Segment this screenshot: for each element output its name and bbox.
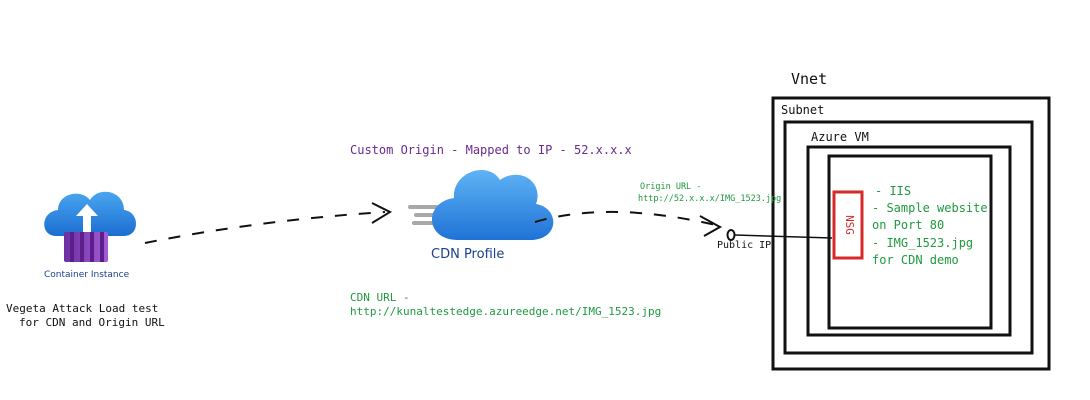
nsg-box	[832, 190, 864, 260]
subnet-label: Subnet	[781, 103, 825, 117]
inner-box	[827, 154, 993, 330]
azure-vm-box	[806, 145, 1012, 337]
origin-url-title: Origin URL -	[640, 182, 702, 192]
subnet-box	[783, 120, 1034, 355]
cdn-profile-label: CDN Profile	[431, 247, 505, 262]
cdn-url-value[interactable]: http://kunaltestedge.azureedge.net/IMG_1…	[350, 305, 662, 318]
vm-item-image: - IMG_1523.jpg	[872, 236, 974, 250]
container-instance-icon	[44, 191, 136, 262]
public-ip-label: Public IP	[717, 240, 772, 251]
vm-item-cdn-demo: for CDN demo	[872, 253, 959, 267]
vnet-label: Vnet	[791, 70, 828, 88]
vm-item-port: on Port 80	[872, 218, 945, 232]
vm-item-iis: - IIS	[875, 184, 912, 198]
load-test-caption-line2: for CDN and Origin URL	[19, 316, 165, 329]
custom-origin-label: Custom Origin - Mapped to IP - 52.x.x.x	[350, 143, 632, 157]
vnet-box	[771, 96, 1051, 371]
vm-item-sample-website: - Sample website	[872, 201, 988, 215]
arrow-container-to-cdn	[144, 202, 393, 244]
cdn-cloud-icon	[408, 169, 554, 240]
load-test-caption-line1: Vegeta Attack Load test	[6, 302, 159, 315]
nsg-label: NSG	[843, 215, 856, 235]
azure-vm-label: Azure VM	[811, 130, 869, 144]
cdn-url-title: CDN URL -	[350, 291, 410, 304]
public-ip-endpoint	[726, 229, 833, 241]
arrow-cdn-to-public-ip	[534, 210, 723, 237]
container-instance-label: Container Instance	[44, 270, 130, 280]
origin-url-value[interactable]: http://52.x.x.x/IMG_1523.jpg	[638, 194, 782, 204]
